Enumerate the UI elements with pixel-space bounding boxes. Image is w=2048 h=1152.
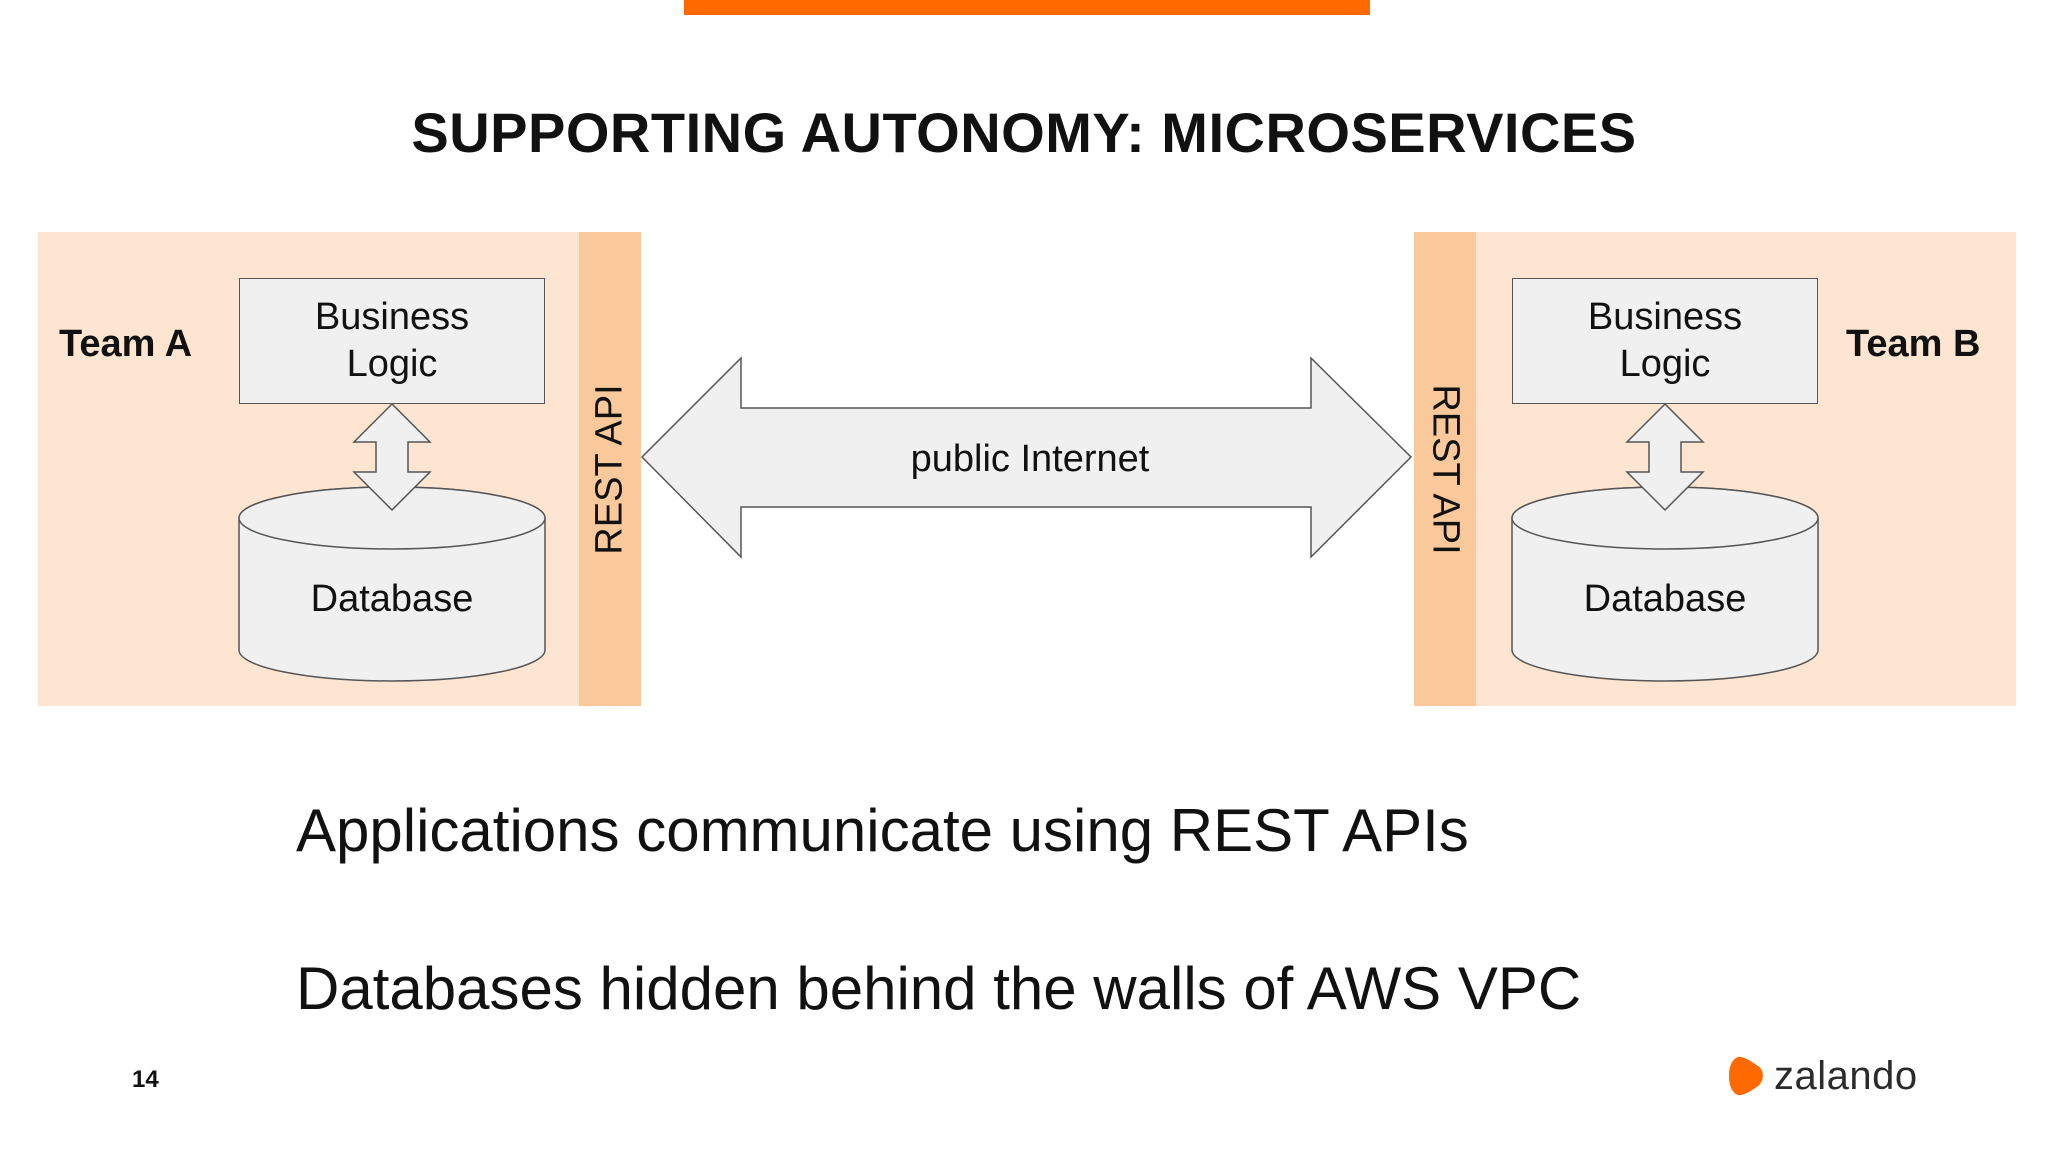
public-internet-label: public Internet (910, 438, 1150, 480)
team-b-logic-db-arrow-icon (1625, 402, 1705, 512)
bullet-databases-hidden: Databases hidden behind the walls of AWS… (296, 955, 1582, 1022)
team-b-database-label: Database (1583, 578, 1747, 620)
team-b-api-strip (1414, 232, 1476, 706)
top-accent-bar (684, 0, 1370, 15)
bullet-rest-apis: Applications communicate using REST APIs (296, 797, 1469, 864)
team-a-database-label: Database (310, 578, 474, 620)
team-b-label: Team B (1846, 323, 1981, 365)
page-number: 14 (132, 1066, 159, 1093)
slide-title: SUPPORTING AUTONOMY: MICROSERVICES (411, 101, 1637, 164)
team-a-logic-db-arrow-icon (352, 402, 432, 512)
zalando-logo-text: zalando (1774, 1053, 1918, 1098)
team-a-database-cylinder (238, 486, 546, 682)
team-a-label: Team A (59, 323, 193, 365)
team-b-database-cylinder (1511, 486, 1819, 682)
double-arrow-icon (640, 356, 1413, 559)
zalando-logo: zalando (1728, 1054, 1918, 1098)
team-a-api-strip (579, 232, 641, 706)
zalando-logo-icon (1729, 1056, 1763, 1096)
